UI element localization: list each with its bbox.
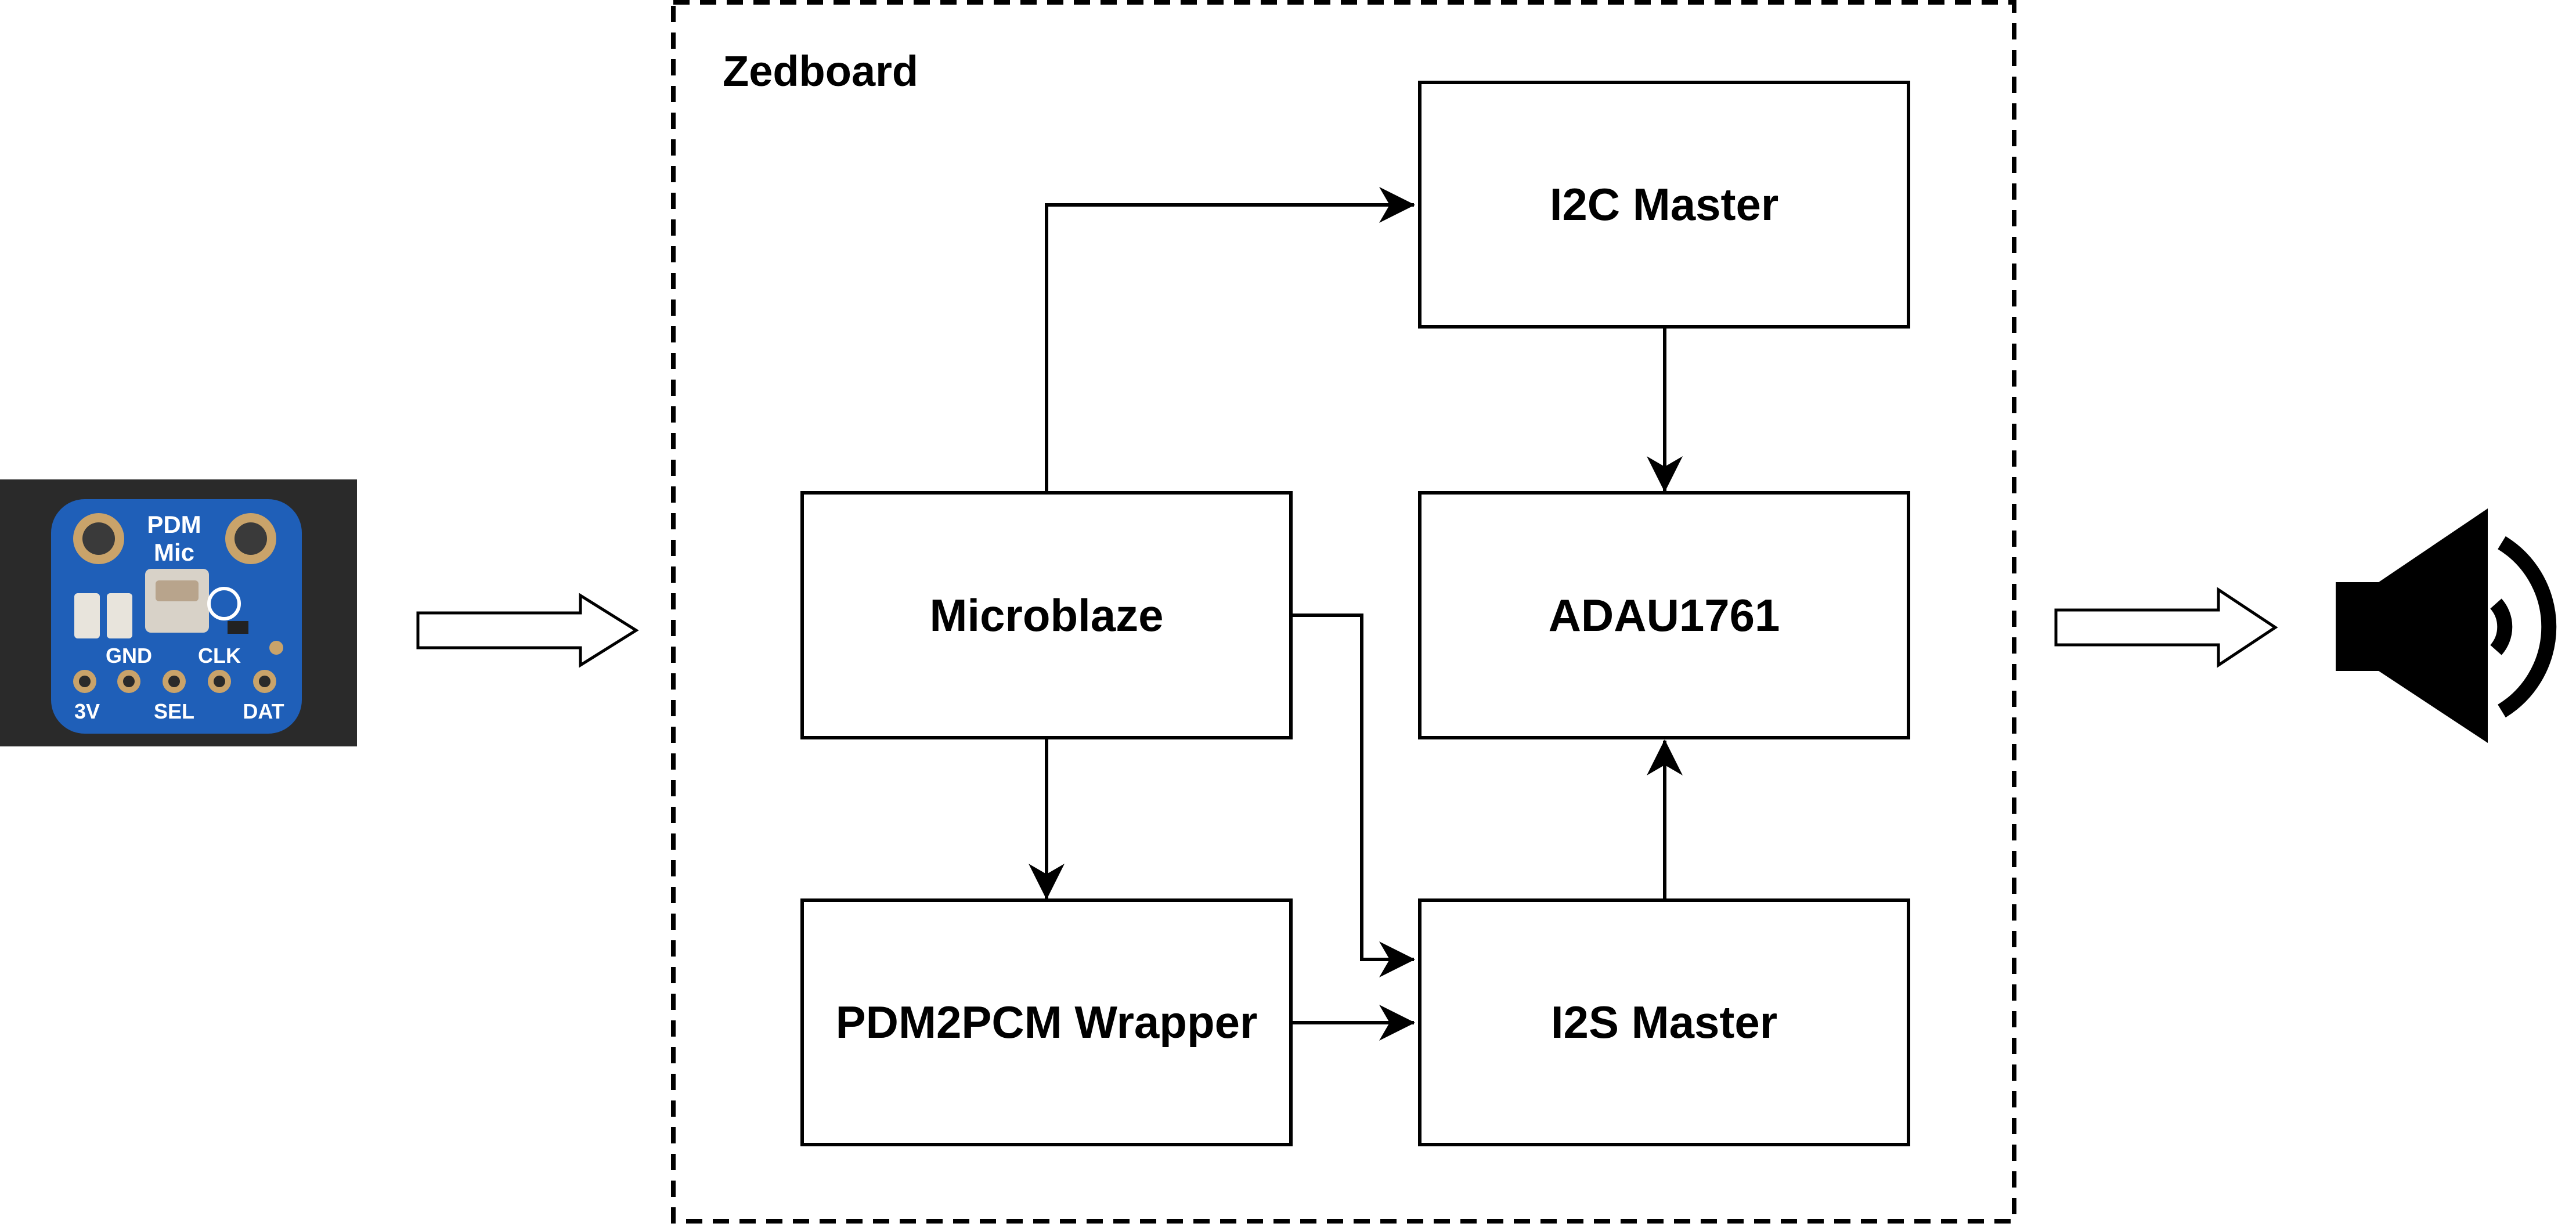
zedboard-group [671, 0, 2016, 1224]
input-arrow [416, 593, 639, 668]
block-label-microblaze: Microblaze [929, 590, 1163, 641]
mic-board-title-1: PDM [147, 511, 201, 538]
block-label-adau1761: ADAU1761 [1549, 590, 1780, 641]
zedboard-label: Zedboard [723, 47, 918, 95]
sound-wave-small [2490, 598, 2513, 655]
pdm-mic-board-photo: PDM Mic GND CLK 3V SEL DAT [0, 479, 357, 746]
pin-label-sel: SEL [154, 699, 194, 723]
conn-microblaze-to-i2s-master [1291, 614, 1415, 977]
block-pdm2pcm-wrapper: PDM2PCM Wrapper [800, 898, 1293, 1146]
block-adau1761: ADAU1761 [1418, 491, 1910, 739]
capacitor-2 [107, 593, 132, 638]
pin-label-3v: 3V [74, 699, 100, 723]
output-arrow [2054, 587, 2278, 668]
pin-label-clk: CLK [198, 644, 241, 667]
block-microblaze: Microblaze [800, 491, 1293, 739]
capacitor-1 [74, 593, 100, 638]
block-label-pdm2pcm-wrapper: PDM2PCM Wrapper [836, 997, 1258, 1048]
pin-label-gnd: GND [106, 644, 152, 667]
block-i2c-master: I2C Master [1418, 81, 1910, 329]
logo-mark [207, 587, 241, 620]
mic-board-title-2: Mic [154, 539, 194, 566]
sound-wave-large [2498, 536, 2557, 718]
block-label-i2c-master: I2C Master [1550, 179, 1779, 230]
block-i2s-master: I2S Master [1418, 898, 1910, 1146]
conn-microblaze-to-i2c-master [1045, 187, 1415, 492]
block-label-i2s-master: I2S Master [1551, 997, 1777, 1048]
speaker-icon [2336, 508, 2557, 743]
pin-label-dat: DAT [243, 699, 284, 723]
